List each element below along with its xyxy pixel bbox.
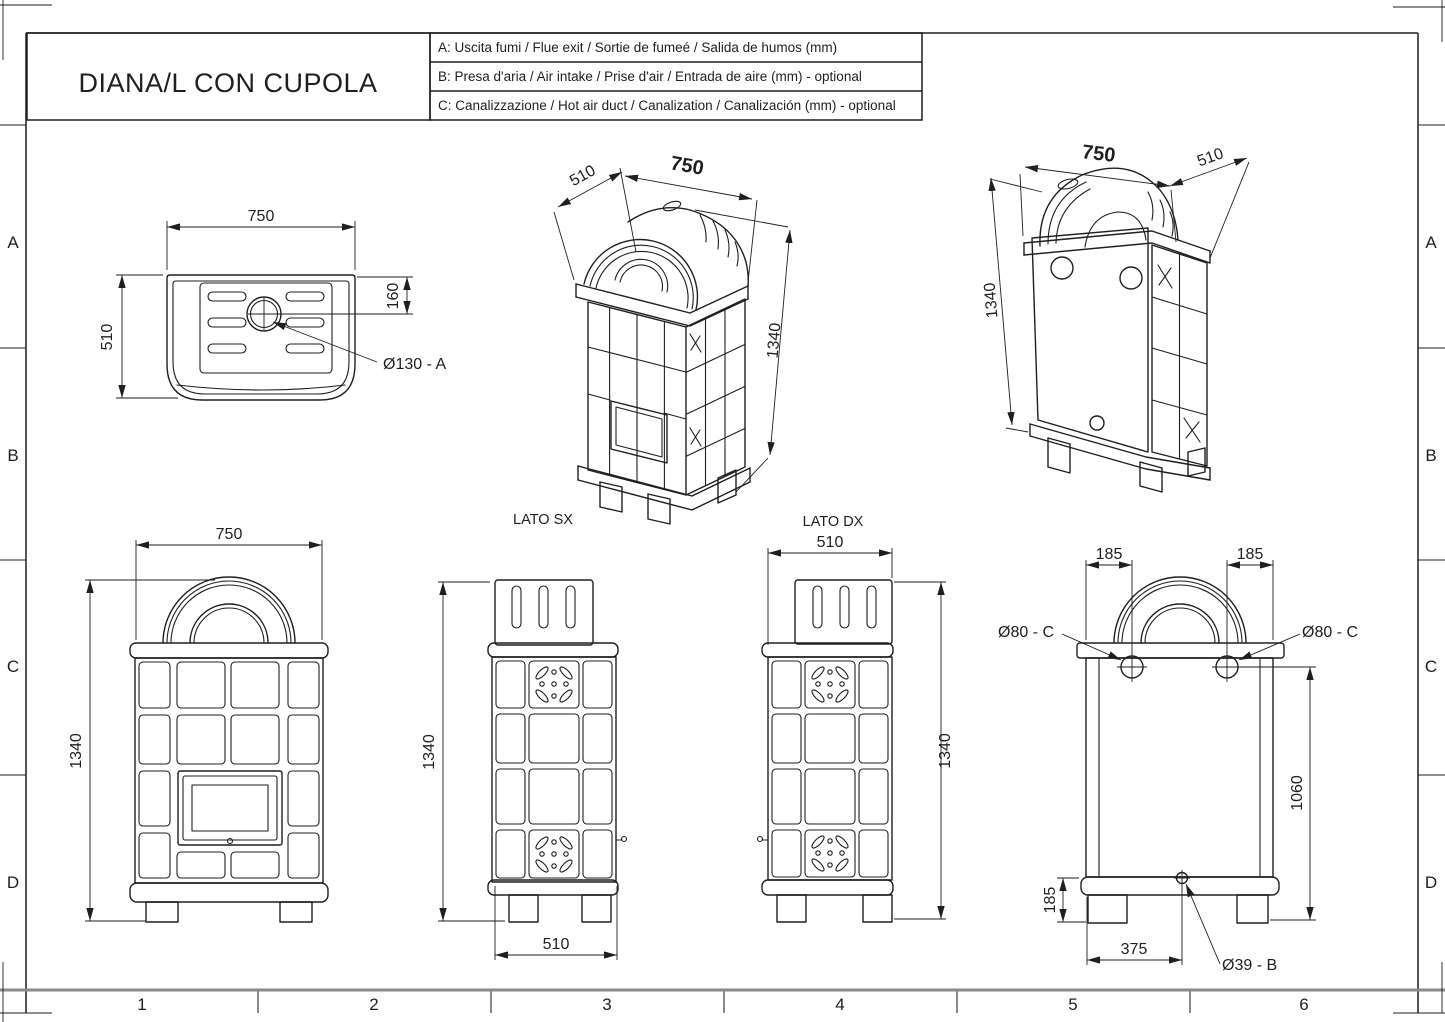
front-outline	[129, 576, 329, 923]
row-label-a-left: A	[7, 233, 19, 252]
plan-flue-hole	[246, 296, 413, 332]
rear-intake-callout: Ø39 - B	[1222, 957, 1277, 974]
side-dx-height-dim: 1340	[937, 733, 954, 769]
plan-top-slots	[207, 291, 325, 354]
side-dx-dimensions: 510 1340	[767, 534, 954, 920]
iso-rear-dome-slots	[1147, 191, 1174, 237]
row-label-d-right: D	[1425, 873, 1437, 892]
side-sx-caption: LATO SX	[513, 512, 573, 528]
rear-intake-offset-dim: 375	[1121, 941, 1148, 958]
iso-front-door	[610, 400, 668, 464]
plan-depth-dim: 510	[99, 324, 116, 351]
rear-duct-height-dim: 1060	[1289, 775, 1306, 811]
legend-row-c: C: Canalizzazione / Hot air duct / Canal…	[438, 98, 896, 113]
legend-table: A: Uscita fumi / Flue exit / Sortie de f…	[429, 32, 923, 121]
side-sx-depth-dim: 510	[543, 936, 570, 953]
title-block: DIANA/L CON CUPOLA	[26, 32, 431, 121]
iso-rear-intake-hole	[1089, 415, 1105, 431]
side-sx-outline	[487, 579, 628, 923]
front-dimensions: 750 1340	[68, 526, 323, 922]
rear-duct-offset-right-dim: 185	[1237, 546, 1264, 563]
iso-rear-duct-hole-right	[1119, 266, 1143, 290]
col-label-4: 4	[835, 995, 844, 1014]
plan-outline	[166, 274, 356, 401]
col-label-6: 6	[1299, 995, 1308, 1014]
view-plan: 750 510 160 Ø130 - A	[99, 208, 446, 401]
front-tiles	[138, 661, 320, 879]
col-label-2: 2	[369, 995, 378, 1014]
col-label-5: 5	[1068, 995, 1077, 1014]
iso-rear-decor-tiles	[1157, 264, 1201, 443]
side-dx-rosette-top	[811, 666, 849, 703]
side-sx-height-dim: 1340	[421, 734, 438, 770]
iso-rear-height-dim: 1340	[981, 282, 1001, 319]
side-sx-dimensions: 1340 510	[421, 581, 618, 960]
rear-duct-offset-left-dim: 185	[1096, 546, 1123, 563]
plan-flue-offset-dim: 160	[385, 283, 402, 310]
view-front: 750 1340	[68, 526, 329, 923]
side-sx-tiles	[495, 660, 613, 879]
row-grid-ticks	[0, 124, 1445, 776]
iso-front-body	[575, 200, 751, 525]
rear-dimensions: 185 185 Ø80 - C Ø80 - C 1060 185 375 Ø39…	[998, 546, 1358, 974]
iso-front-height-dim: 1340	[764, 322, 784, 359]
iso-front-dimensions: 510 750 1340	[553, 152, 793, 493]
legend-row-a: A: Uscita fumi / Flue exit / Sortie de f…	[438, 40, 837, 55]
side-dx-outline	[756, 579, 894, 923]
view-side-sx: LATO SX	[421, 512, 628, 960]
iso-front-dome-slots	[662, 200, 739, 267]
front-width-dim: 750	[216, 526, 243, 543]
front-door-knob	[226, 837, 234, 845]
side-sx-rosette-bottom	[535, 836, 573, 873]
page-title: DIANA/L CON CUPOLA	[78, 68, 377, 98]
row-label-c-right: C	[1425, 657, 1437, 676]
plan-flue-callout: Ø130 - A	[383, 356, 446, 373]
side-dx-rosette-bottom	[811, 835, 849, 872]
view-side-dx: LATO DX	[756, 514, 954, 923]
iso-rear-duct-hole-left	[1050, 256, 1074, 280]
plan-width-dim: 750	[248, 208, 275, 225]
col-label-1: 1	[137, 995, 146, 1014]
row-label-b-left: B	[7, 446, 18, 465]
view-iso-rear: 750 510 1340	[981, 141, 1250, 493]
side-dx-tiles	[771, 660, 889, 878]
view-iso-front: 510 750 1340	[553, 152, 793, 525]
iso-rear-width-dim: 750	[1081, 141, 1117, 167]
rear-outline	[1076, 576, 1285, 924]
row-label-a-right: A	[1425, 233, 1437, 252]
side-sx-rosette-top	[535, 666, 573, 703]
legend-row-b: B: Presa d'aria / Air intake / Prise d'a…	[438, 69, 862, 84]
side-dx-depth-dim: 510	[817, 534, 844, 551]
col-label-3: 3	[602, 995, 611, 1014]
rear-duct-callout-right: Ø80 - C	[1302, 624, 1358, 641]
rear-duct-callout-left: Ø80 - C	[998, 624, 1054, 641]
row-label-b-right: B	[1425, 446, 1436, 465]
view-rear: 185 185 Ø80 - C Ø80 - C 1060 185 375 Ø39…	[998, 546, 1358, 974]
side-dx-handle	[756, 835, 764, 843]
front-door	[177, 770, 283, 846]
col-grid-ticks	[257, 990, 1191, 1013]
row-label-c-left: C	[7, 657, 19, 676]
rear-plinth-height-dim: 185	[1042, 887, 1059, 914]
front-height-dim: 1340	[68, 733, 85, 769]
row-label-d-left: D	[7, 873, 19, 892]
plan-dimensions: 750 510 160 Ø130 - A	[99, 208, 446, 399]
rear-holes	[1117, 652, 1316, 886]
side-dx-caption: LATO DX	[803, 514, 864, 530]
side-sx-handle	[620, 835, 628, 843]
iso-front-decor-tiles	[689, 333, 702, 447]
